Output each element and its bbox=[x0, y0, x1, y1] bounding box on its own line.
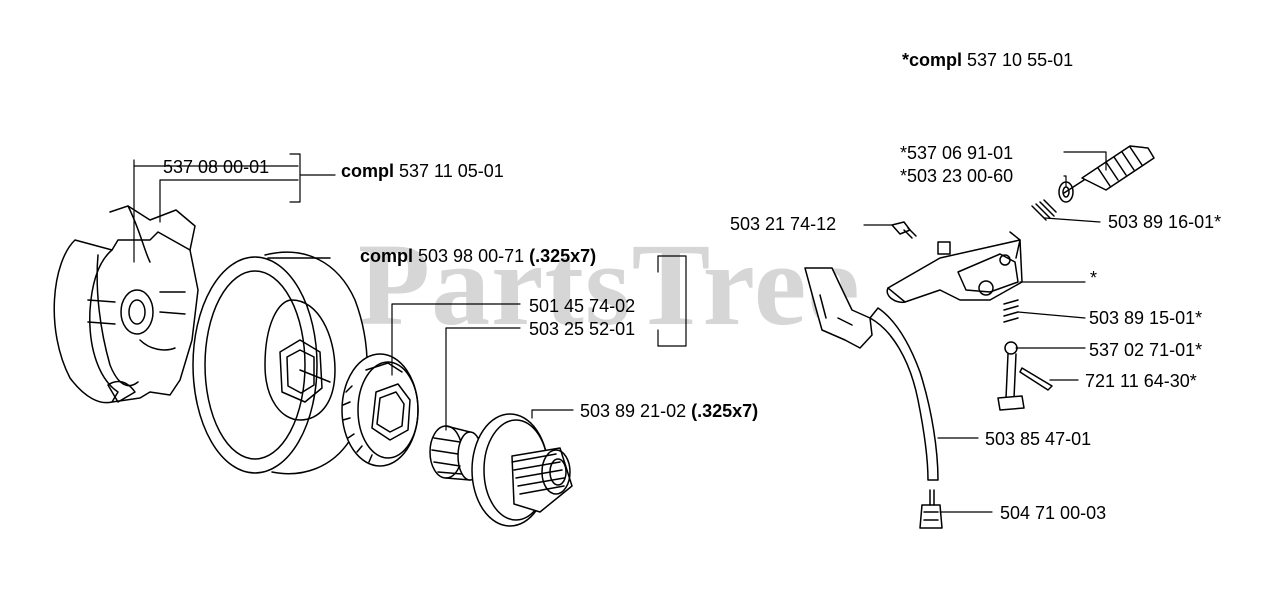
label-503-85-47-01: 503 85 47-01 bbox=[985, 429, 1092, 449]
oil-pump-assembly bbox=[804, 145, 1155, 529]
label-501-45-74-02: 501 45 74-02 bbox=[529, 296, 636, 316]
label-compl-503-98-00-71: compl 503 98 00-71 (.325x7) bbox=[360, 246, 597, 266]
label-537-02-71-01: 537 02 71-01* bbox=[1089, 340, 1203, 360]
label-compl-537-11-05-01: compl 537 11 05-01 bbox=[341, 161, 504, 181]
label-721-11-64-30: 721 11 64-30* bbox=[1085, 371, 1197, 391]
leader-lines bbox=[133, 151, 1107, 513]
label-compl-537-10-55-01: *compl 537 10 55-01 bbox=[902, 50, 1074, 70]
watermark: PartsTree bbox=[358, 219, 861, 350]
label-503-89-15-01: 503 89 15-01* bbox=[1089, 308, 1203, 328]
label-504-71-00-03: 504 71 00-03 bbox=[1000, 503, 1107, 523]
label-503-89-16-01: 503 89 16-01* bbox=[1108, 212, 1222, 232]
label-503-21-74-12: 503 21 74-12 bbox=[730, 214, 837, 234]
label-503-89-21-02: 503 89 21-02 (.325x7) bbox=[580, 401, 759, 421]
drive-hub-part bbox=[471, 413, 573, 527]
label-537-06-91-01: *537 06 91-01 bbox=[900, 143, 1014, 163]
label-503-25-52-01: 503 25 52-01 bbox=[529, 319, 636, 339]
label-503-23-00-60: *503 23 00-60 bbox=[900, 166, 1014, 186]
label-537-08-00-01: 537 08 00-01 bbox=[163, 157, 270, 177]
label-star: * bbox=[1090, 268, 1098, 288]
clutch-drum-part bbox=[192, 251, 368, 475]
clutch-shoe-part bbox=[53, 205, 199, 404]
sprocket-rim-part bbox=[341, 353, 419, 467]
